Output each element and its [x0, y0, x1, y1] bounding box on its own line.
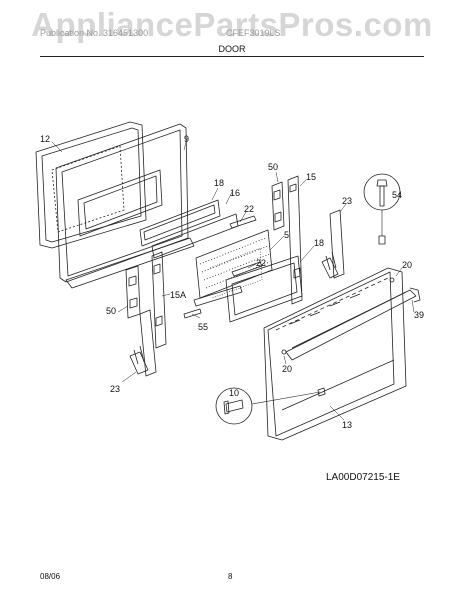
callout-16: 16 — [230, 188, 240, 198]
callout-20-upper: 20 — [402, 260, 412, 270]
part-50-upper-bracket — [271, 181, 285, 231]
part-13-outer-door — [263, 267, 407, 441]
part-9-inner-door — [55, 123, 195, 289]
callout-15a: 15A — [170, 290, 186, 300]
model-number: CFEF3019LS — [226, 28, 281, 38]
callout-22-upper: 22 — [244, 204, 254, 214]
part-22-upper-clip — [229, 215, 257, 229]
callout-9: 9 — [184, 134, 189, 144]
part-18-lower-gasket — [225, 255, 303, 323]
part-50-lower-bracket — [125, 265, 141, 319]
callout-15: 15 — [306, 172, 316, 182]
part-20-screws — [281, 277, 395, 355]
callout-23-left: 23 — [110, 384, 120, 394]
callout-12: 12 — [40, 134, 50, 144]
part-10-screw-callout — [215, 387, 326, 425]
callout-5: 5 — [284, 230, 289, 240]
part-5-insulation — [195, 229, 273, 299]
callout-50-upper: 50 — [268, 162, 278, 172]
header-rule — [40, 56, 424, 57]
part-22-lower-clip — [231, 261, 263, 277]
callout-labels: 12 9 18 16 50 15 22 5 54 23 18 22 20 15A… — [40, 134, 424, 430]
callout-39: 39 — [414, 310, 424, 320]
callout-55: 55 — [198, 322, 208, 332]
callout-50-lower: 50 — [106, 306, 116, 316]
part-23-right-hinge — [321, 209, 345, 279]
callout-23-right: 23 — [342, 196, 352, 206]
callout-10: 10 — [229, 388, 239, 398]
part-39-handle — [285, 287, 421, 361]
part-15a-left-rail — [151, 251, 167, 349]
watermark: AppliancePartsPros.com — [31, 6, 433, 43]
section-title: DOOR — [218, 44, 246, 54]
leader-lines — [51, 141, 415, 421]
part-18-upper-gasket — [139, 199, 221, 247]
publication-number: Publication No. 316451300 — [40, 28, 149, 38]
callout-22-lower: 22 — [256, 258, 266, 268]
part-12-door-liner — [35, 121, 147, 249]
part-54-screw-callout — [363, 173, 401, 245]
callout-13: 13 — [342, 420, 352, 430]
part-23-left-hinge — [129, 309, 157, 377]
page-number: 8 — [228, 572, 233, 581]
callout-20-lower: 20 — [282, 364, 292, 374]
callout-18-upper: 18 — [214, 178, 224, 188]
footer-date: 08/06 — [40, 572, 61, 581]
part-55-channel — [183, 285, 243, 319]
callout-18-lower: 18 — [314, 238, 324, 248]
callout-54: 54 — [392, 190, 402, 200]
part-15-right-rail — [287, 175, 303, 305]
diagram-code: LA00D07215-1E — [326, 472, 400, 483]
